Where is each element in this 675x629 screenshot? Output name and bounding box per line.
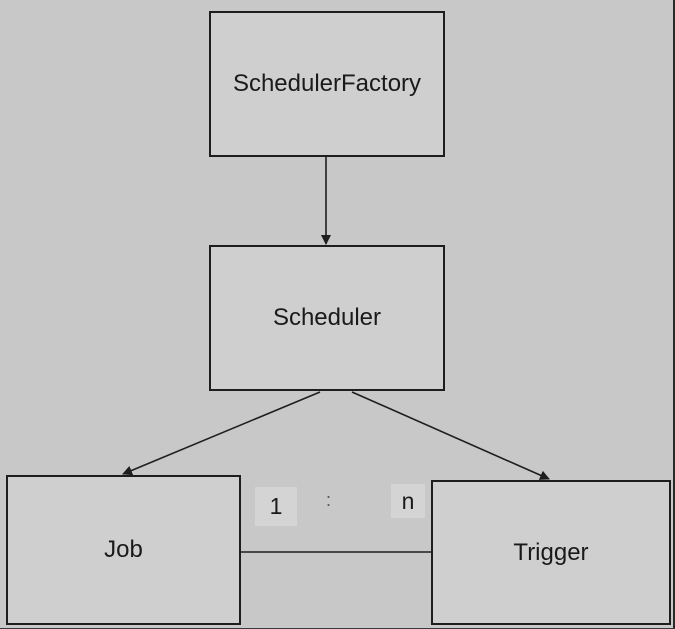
multiplicity-separator: :	[326, 490, 332, 510]
multiplicity-n-label: n	[391, 484, 425, 518]
scheduler-box: Scheduler	[209, 245, 445, 391]
scheduler-factory-label: SchedulerFactory	[232, 70, 422, 97]
job-box: Job	[6, 475, 241, 625]
scheduler-label: Scheduler	[272, 304, 382, 331]
trigger-label: Trigger	[513, 538, 589, 566]
scheduler-factory-box: SchedulerFactory	[209, 11, 445, 157]
edge-scheduler-to-job	[122, 391, 321, 476]
job-label: Job	[104, 536, 143, 563]
trigger-box: Trigger	[431, 480, 671, 625]
edge-scheduler-to-trigger	[351, 391, 550, 480]
multiplicity-one-label: 1	[255, 487, 297, 526]
